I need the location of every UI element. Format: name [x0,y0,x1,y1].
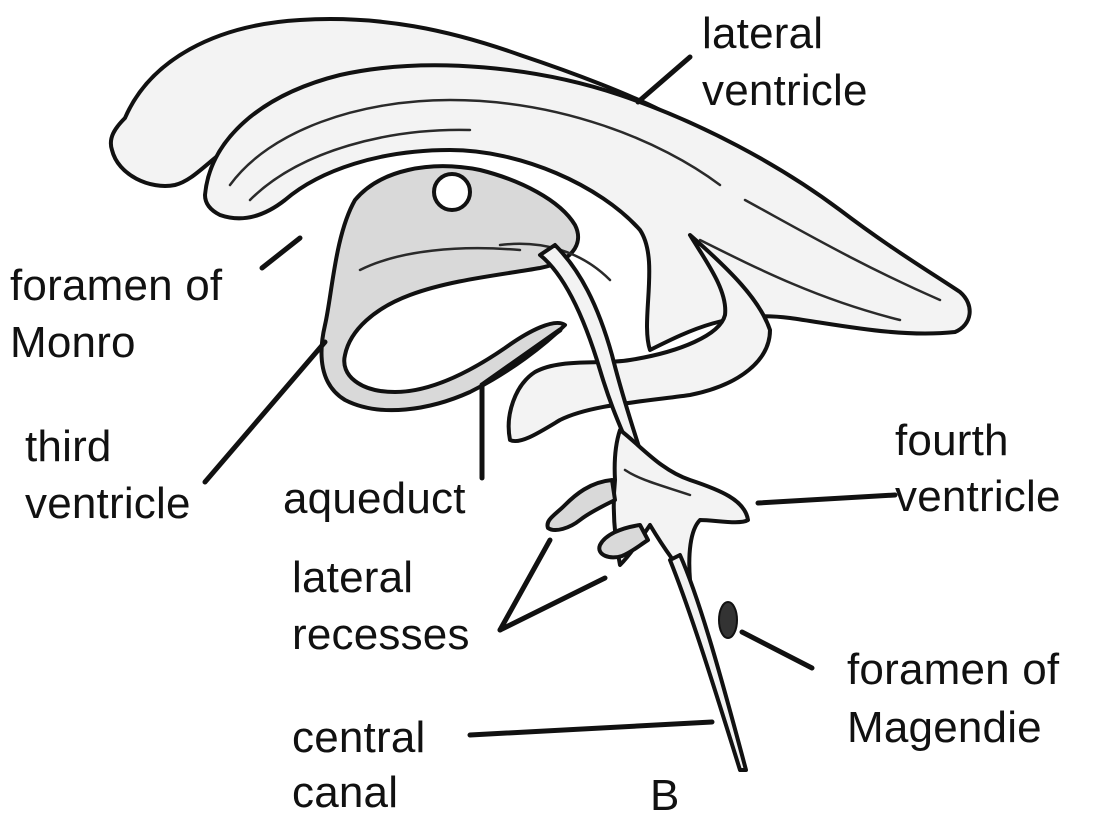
label-central-canal: central canal [292,713,438,815]
label-foramen-of-monro: foramen of Monro [10,261,235,367]
leader-foramen-of-monro [262,238,300,268]
central-canal-shape [670,555,746,770]
leader-fourth-ventricle [758,495,895,503]
label-third-ventricle: third ventricle [25,422,191,528]
label-foramen-of-magendie: foramen of Magendie [847,645,1072,752]
leader-foramen-of-magendie [742,632,812,668]
leader-central-canal [470,722,712,735]
panel-letter: B [650,771,680,815]
label-aqueduct: aqueduct [283,474,466,523]
label-lateral-ventricle: lateral ventricle [702,9,868,115]
fourth-ventricle-shape [547,430,748,580]
label-lateral-recesses: lateral recesses [292,553,470,659]
leader-lateral-ventricle [638,57,690,102]
leader-third-ventricle [205,342,325,482]
label-fourth-ventricle: fourth ventricle [895,416,1061,521]
